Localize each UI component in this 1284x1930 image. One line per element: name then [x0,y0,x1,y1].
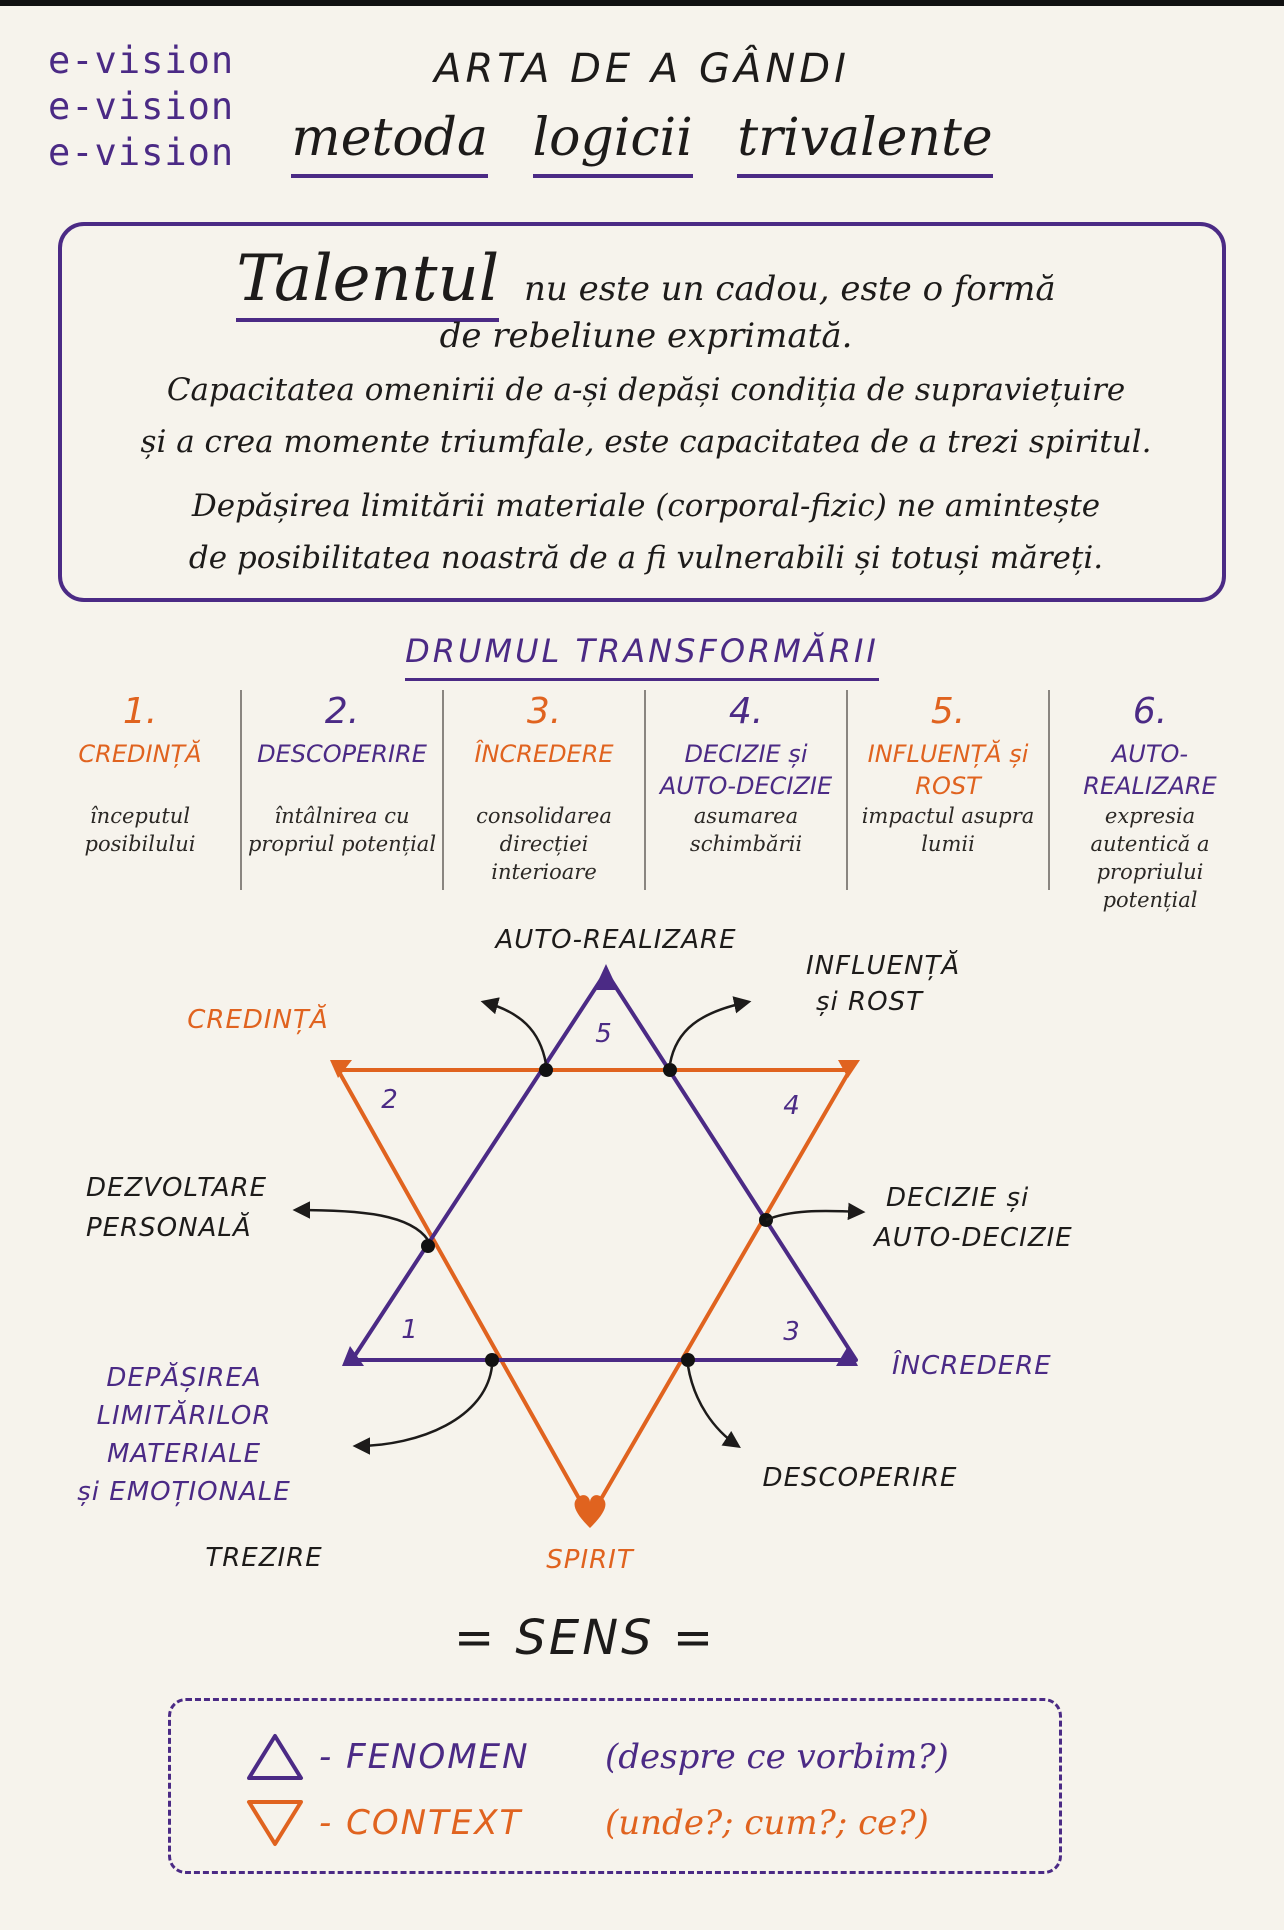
quote-highlight: Talentul [236,242,500,322]
hexagram-diagram: 5 2 4 1 3 AUTO-REALIZARE CREDINȚĂ INFLUE… [77,925,1073,1575]
quote-line-1-rest: nu este un cadou, este o formă [523,269,1056,309]
vertex-marker-topright [838,1060,860,1078]
arrow-decizie [765,1202,866,1222]
label-dezvoltare: PERSONALĂ [86,1211,252,1243]
label-spirit: SPIRIT [546,1545,635,1575]
intersection-dot [421,1239,435,1253]
step-number: 3. [526,691,562,732]
label-influenta: INFLUENȚĂ [806,949,960,981]
region-number: 5 [595,1019,613,1049]
label-decizie: AUTO-DECIZIE [872,1223,1073,1253]
step-name: CREDINȚĂ [78,740,202,768]
step-name: AUTO-REALIZARE [1083,740,1217,800]
label-increderea: ÎNCREDERE [892,1349,1052,1381]
step-4: 4. DECIZIE și AUTO-DECIZIE asumarea schi… [644,690,846,890]
quote-text: Capacitatea omenirii de a-și depăși cond… [166,372,1126,408]
quote-paragraph-1: Capacitatea omenirii de a-și depăși cond… [92,364,1200,468]
arrow-depasirea [352,1365,494,1455]
legend-row-context: - CONTEXT (unde?; cum?; ce?) [245,1793,929,1853]
legend-box: - FENOMEN (despre ce vorbim?) - CONTEXT … [168,1698,1062,1874]
up-triangle-icon [247,1734,303,1780]
step-2: 2. DESCOPERIRE întâlnirea cu propriul po… [240,690,442,890]
quote-text: Depășirea limitării materiale (corporal-… [191,488,1101,524]
legend-note: (unde?; cum?; ce?) [605,1803,929,1843]
sens-label: = SENS = [453,1610,717,1666]
step-description: începutul posibilului [84,804,196,856]
vertex-marker-left [342,1346,364,1366]
brand-line: e-vision [48,39,235,82]
step-name: INFLUENȚĂ și ROST [867,740,1029,800]
step-description: expresia autentică a propriului potenția… [1090,804,1210,912]
legend-label: - CONTEXT [319,1803,523,1843]
steps-row: 1. CREDINȚĂ începutul posibilului 2. DES… [40,690,1250,912]
label-depasirea: și EMOȚIONALE [77,1477,291,1507]
vertex-marker-top [594,964,618,990]
label-trezire: TREZIRE [205,1543,322,1573]
step-number: 1. [122,691,158,732]
heart-marker-bottom [574,1495,606,1528]
region-number: 2 [381,1085,399,1115]
step-5: 5. INFLUENȚĂ și ROST impactul asupra lum… [846,690,1048,890]
brand-line: e-vision [48,131,235,174]
step-name: DESCOPERIRE [257,740,427,768]
label-auto-realizare: AUTO-REALIZARE [493,925,736,955]
arrow-descoperire [686,1365,741,1448]
step-number: 2. [324,691,360,732]
step-number: 4. [728,691,764,732]
step-number: 5. [930,691,966,732]
region-number: 3 [783,1317,801,1347]
arrow-influenta [668,996,752,1065]
region-number: 4 [783,1091,801,1121]
quote-paragraph-2: Depășirea limitării materiale (corporal-… [92,480,1200,584]
section-title-text: DRUMUL TRANSFORMĂRII [405,632,879,681]
context-triangle [336,1068,852,1520]
legend-row-fenomen: - FENOMEN (despre ce vorbim?) [245,1727,949,1787]
step-3: 3. ÎNCREDERE consolidarea direcției inte… [442,690,644,890]
subtitle-word: logicii [532,108,693,178]
section-title: DRUMUL TRANSFORMĂRII [0,632,1284,681]
quote-line-1: Talentul nu este un cadou, este o formă [62,242,1230,322]
label-decizie: DECIZIE și [886,1183,1029,1213]
intersection-dot [663,1063,677,1077]
quote-box: Talentul nu este un cadou, este o formă … [58,222,1226,602]
label-influenta: și ROST [816,987,924,1017]
label-depasirea: DEPĂȘIREA [106,1361,261,1393]
page-title: ARTA DE A GÂNDI [434,46,850,92]
arrow-auto-realizare [480,997,548,1065]
legend-label: - FENOMEN [319,1737,530,1777]
page-subtitle: metoda logicii trivalente [0,108,1284,178]
step-description: asumarea schimbării [689,804,803,856]
intersection-dot [681,1353,695,1367]
quote-line-2: de rebeliune exprimată. [439,316,853,356]
down-triangle-icon [247,1800,303,1846]
brand-line: e-vision [48,85,235,128]
step-description: consolidarea direcției interioare [476,804,612,884]
label-dezvoltare: DEZVOLTARE [86,1173,267,1203]
step-number: 6. [1132,691,1168,732]
legend-note: (despre ce vorbim?) [605,1737,949,1777]
step-1: 1. CREDINȚĂ începutul posibilului [40,690,240,890]
label-depasirea: MATERIALE [107,1439,261,1469]
arrow-dezvoltare [292,1201,430,1241]
quote-text: și a crea momente triumfale, este capaci… [140,424,1152,460]
step-description: întâlnirea cu propriul potențial [247,804,437,856]
intersection-dot [539,1063,553,1077]
subtitle-word: trivalente [737,108,993,178]
step-name: ÎNCREDERE [474,740,614,768]
subtitle-word: metoda [291,108,488,178]
vertex-marker-topleft [330,1060,352,1078]
region-number: 1 [401,1315,419,1345]
brand-logo: e-vision e-vision e-vision [48,38,234,176]
quote-text: de posibilitatea noastră de a fi vulnera… [188,540,1104,576]
step-description: impactul asupra lumii [861,804,1035,856]
step-6: 6. AUTO-REALIZARE expresia autentică a p… [1048,690,1250,912]
intersection-dot [485,1353,499,1367]
top-border [0,0,1284,6]
step-name: DECIZIE și AUTO-DECIZIE [659,740,833,800]
label-descoperire: DESCOPERIRE [763,1463,958,1493]
phenomenon-triangle [350,970,858,1362]
label-depasirea: LIMITĂRILOR [97,1399,272,1431]
label-credinta: CREDINȚĂ [187,1003,328,1035]
vertex-marker-right [836,1346,858,1366]
